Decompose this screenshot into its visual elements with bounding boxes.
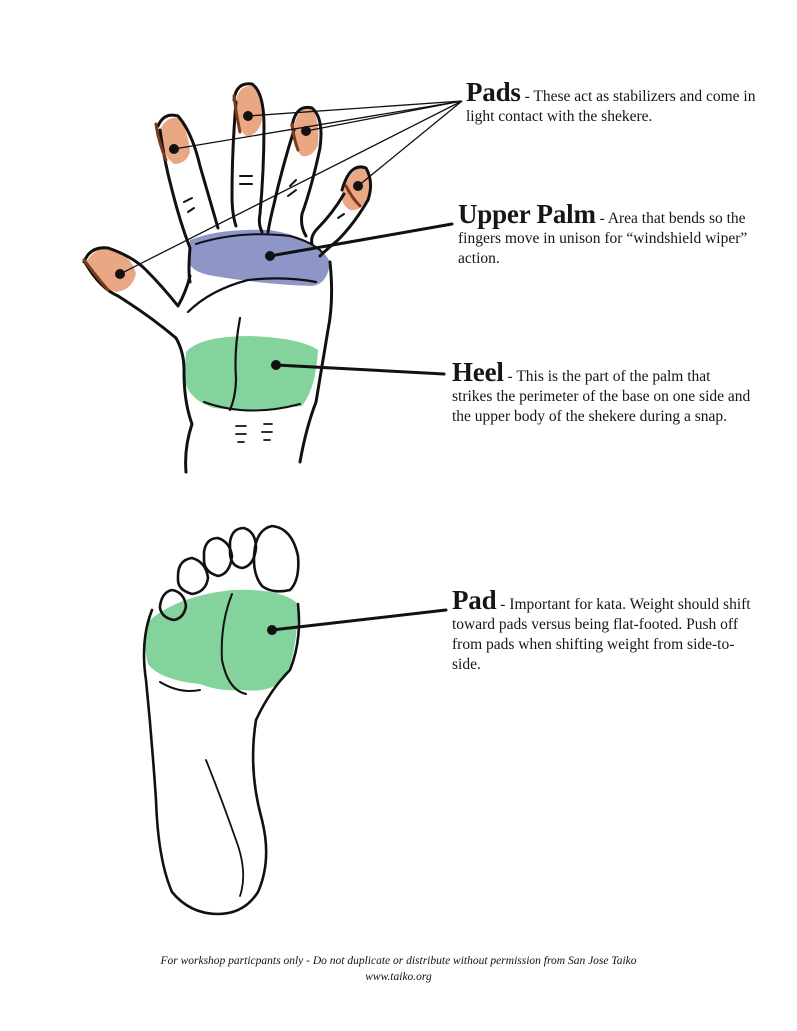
callout-separator: - [496, 596, 509, 613]
footer-website: www.taiko.org [0, 971, 797, 983]
upper-palm-anchor [265, 251, 275, 261]
callout-foot-pad: Pad - Important for kata. Weight should … [452, 590, 752, 675]
pads-anchor-thumb [115, 269, 125, 279]
callout-separator: - [521, 88, 534, 105]
callout-heel: Heel - This is the part of the palm that… [452, 362, 752, 427]
callout-pads: Pads - These act as stabilizers and come… [466, 82, 766, 127]
footer-notice: For workshop particpants only - Do not d… [0, 955, 797, 967]
callout-term: Pads [466, 77, 521, 107]
callout-separator: - [504, 368, 517, 385]
pads-anchor-middle [243, 111, 253, 121]
foot-pad-anchor [267, 625, 277, 635]
pads-anchor-pinky [353, 181, 363, 191]
foot-drawing [144, 526, 299, 914]
callout-term: Heel [452, 357, 504, 387]
callout-separator: - [596, 210, 608, 227]
callout-upper-palm: Upper Palm - Area that bends so the fing… [458, 204, 758, 269]
pads-anchor-ring [301, 126, 311, 136]
pads-anchor-index [169, 144, 179, 154]
callout-term: Upper Palm [458, 199, 596, 229]
heel-zone [184, 336, 318, 410]
callout-term: Pad [452, 585, 496, 615]
hand-drawing [84, 84, 371, 472]
heel-anchor [271, 360, 281, 370]
upper-palm-zone [188, 230, 330, 286]
